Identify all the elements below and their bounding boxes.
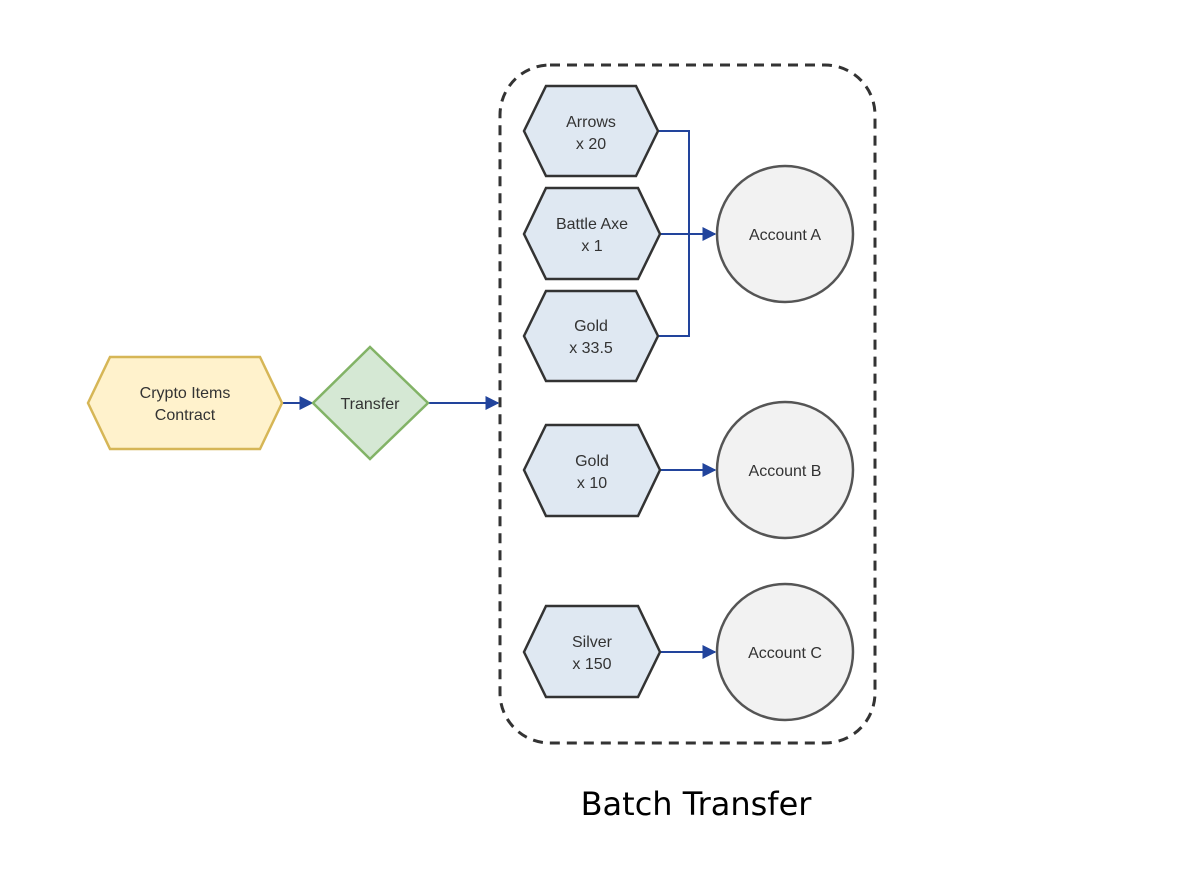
account-node-b: Account B <box>715 400 855 540</box>
item-name: Gold <box>575 453 609 470</box>
item-quantity: x 20 <box>576 136 606 153</box>
source-contract-label-line2: Contract <box>155 407 216 424</box>
batch-group-border <box>498 63 877 745</box>
account-shape <box>715 582 855 722</box>
item-quantity: x 150 <box>572 656 611 673</box>
account-label: Account B <box>749 463 822 480</box>
item-quantity: x 1 <box>581 238 602 255</box>
item-shape <box>522 604 662 699</box>
item-shape <box>522 289 660 383</box>
account-node-c: Account C <box>715 582 855 722</box>
account-shape <box>715 400 855 540</box>
transfer-shape <box>311 345 430 461</box>
item-node-arrows: Arrows x 20 <box>522 84 660 178</box>
source-contract-label-line1: Crypto Items <box>140 385 231 402</box>
item-shape <box>522 423 662 518</box>
item-node-gold-33-5: Gold x 33.5 <box>522 289 660 383</box>
item-shape <box>522 186 662 281</box>
item-quantity: x 10 <box>577 475 607 492</box>
item-name: Silver <box>572 634 613 651</box>
item-node-battle-axe: Battle Axe x 1 <box>522 186 662 281</box>
account-shape <box>715 164 855 304</box>
transfer-label: Transfer <box>341 396 401 413</box>
item-quantity: x 33.5 <box>569 340 613 357</box>
edges <box>282 130 717 659</box>
transfer-node: Transfer <box>311 345 430 461</box>
item-name: Gold <box>574 318 608 335</box>
edge-arrows-to-account-a <box>658 130 690 234</box>
account-node-a: Account A <box>715 164 855 304</box>
item-name: Battle Axe <box>556 216 628 233</box>
item-node-gold-10: Gold x 10 <box>522 423 662 518</box>
edge-gold-to-account-a <box>658 234 690 337</box>
diagram-caption: Batch Transfer <box>581 785 813 823</box>
source-contract-node: Crypto Items Contract <box>86 355 284 451</box>
item-shape <box>522 84 660 178</box>
account-label: Account C <box>748 645 822 662</box>
item-node-silver: Silver x 150 <box>522 604 662 699</box>
item-name: Arrows <box>566 114 616 131</box>
source-contract-shape <box>86 355 284 451</box>
account-label: Account A <box>749 227 821 244</box>
